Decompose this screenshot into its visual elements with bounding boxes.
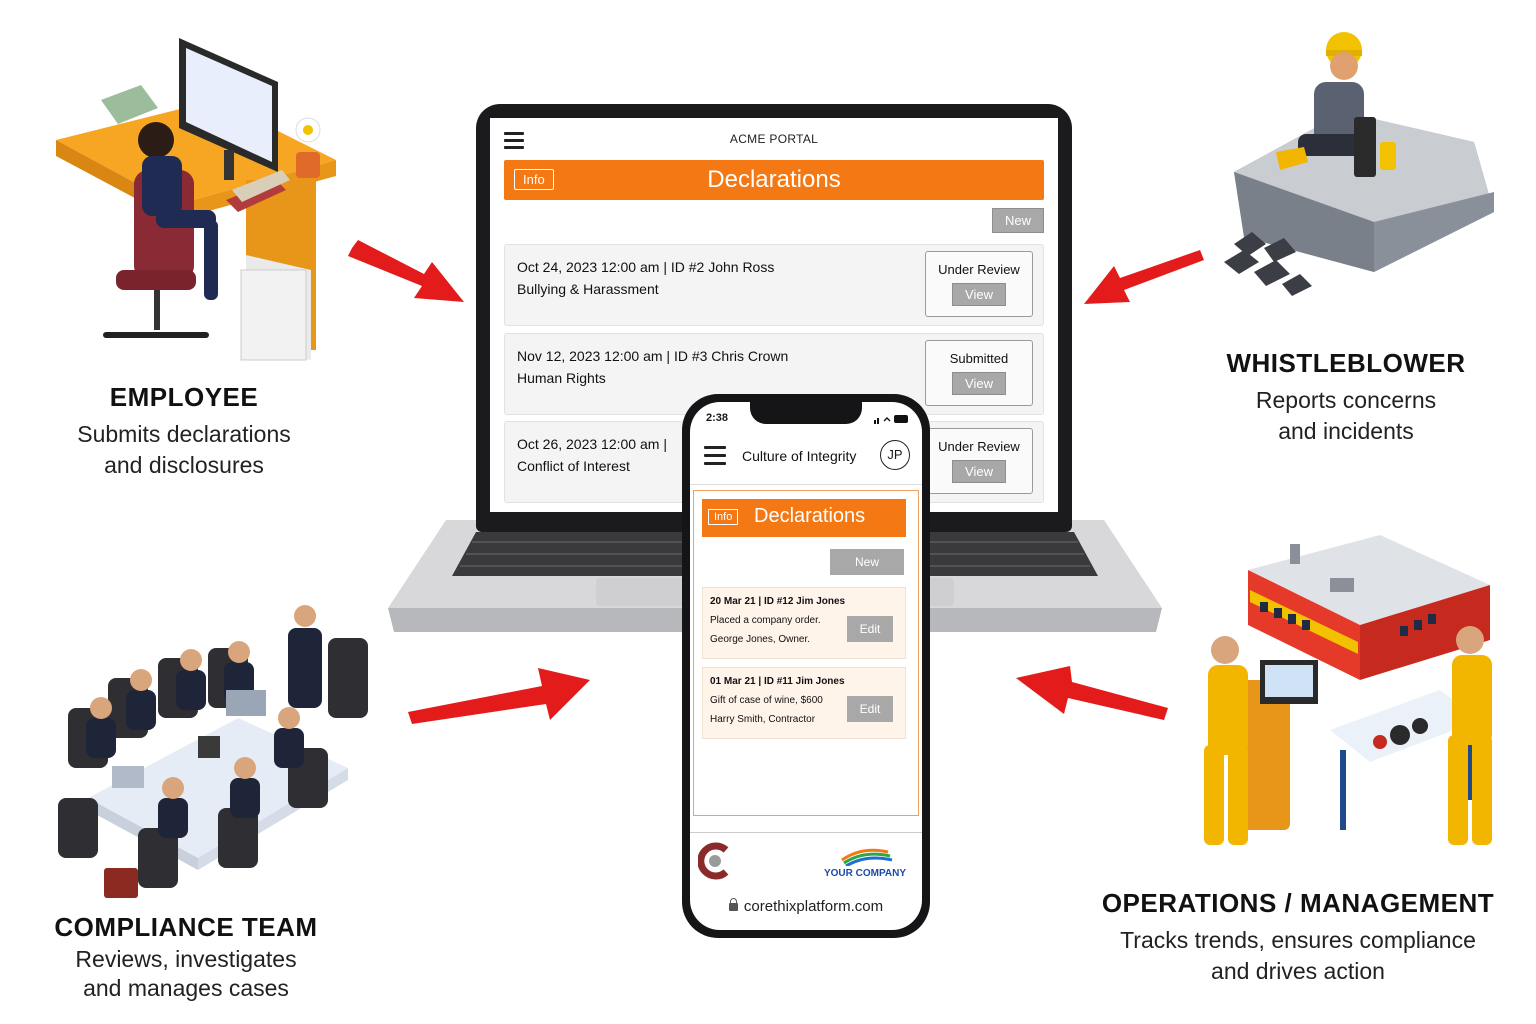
phone-footer-divider — [690, 832, 922, 833]
avatar[interactable]: JP — [880, 440, 910, 470]
status-label: Submitted — [949, 351, 1009, 366]
laptop-banner-title: Declarations — [707, 166, 841, 193]
phone-clock: 2:38 — [706, 412, 729, 424]
status-label: Under Review — [938, 439, 1020, 454]
declaration-party: George Jones, Owner. — [710, 634, 811, 645]
edit-button[interactable]: Edit — [847, 616, 893, 642]
declaration-header: 20 Mar 21 | ID #12 Jim Jones — [710, 596, 846, 607]
compliance-team-illustration — [58, 605, 368, 898]
whistleblower-illustration — [1224, 32, 1494, 296]
phone-declaration-card: 01 Mar 21 | ID #11 Jim Jones Gift of cas… — [702, 667, 906, 739]
your-company-logo: YOUR COMPANY — [822, 842, 908, 882]
phone-screen: 2:38 Culture of Integrity JP Info Declar… — [690, 402, 922, 930]
laptop-screen: ACME PORTAL Declarations Info New Oct 24… — [490, 118, 1058, 512]
company-logo-text: YOUR COMPANY — [823, 868, 907, 879]
laptop-declaration-card: Nov 12, 2023 12:00 am | ID #3 Chris Crow… — [504, 333, 1044, 415]
operations-desc-line1: Tracks trends, ensures compliance — [1120, 927, 1476, 953]
operations-illustration — [1204, 535, 1492, 845]
employee-title: EMPLOYEE — [109, 382, 259, 412]
declaration-category: Human Rights — [517, 370, 606, 386]
declaration-party: Harry Smith, Contractor — [710, 714, 816, 725]
operations-title: OPERATIONS / MANAGEMENT — [1101, 888, 1495, 918]
whistleblower-desc-line1: Reports concerns — [1255, 387, 1437, 413]
declaration-date-id: Oct 26, 2023 12:00 am | — [517, 436, 667, 452]
whistleblower-caption: WHISTLEBLOWER Reports concerns and incid… — [1196, 348, 1496, 447]
phone-info-button[interactable]: Info — [708, 509, 739, 525]
view-button[interactable]: View — [952, 460, 1006, 483]
declaration-category: Conflict of Interest — [517, 458, 630, 474]
declaration-date-id: Nov 12, 2023 12:00 am | ID #3 Chris Crow… — [517, 348, 789, 364]
phone-app-title: Culture of Integrity — [742, 448, 857, 464]
arrow-employee-to-portal — [348, 240, 464, 302]
phone-notch — [750, 402, 862, 424]
laptop-declaration-card: Oct 24, 2023 12:00 am | ID #2 John Ross … — [504, 244, 1044, 326]
phone-status-icons — [874, 415, 908, 424]
operations-caption: OPERATIONS / MANAGEMENT Tracks trends, e… — [1100, 888, 1496, 987]
company-swoosh-icon — [841, 848, 893, 866]
phone-declarations-banner: Info Declarations — [702, 499, 906, 537]
url-bar[interactable]: corethixplatform.com — [690, 898, 922, 915]
phone-new-button[interactable]: New — [830, 549, 904, 575]
employee-desc-line2: and disclosures — [104, 452, 264, 478]
whistleblower-desc-line2: and incidents — [1278, 418, 1414, 444]
compliance-team-caption: COMPLIANCE TEAM Reviews, investigates an… — [40, 912, 332, 1003]
arrow-whistleblower-to-portal — [1084, 250, 1204, 304]
declaration-detail: Gift of case of wine, $600 — [710, 695, 823, 706]
laptop-new-button[interactable]: New — [991, 208, 1044, 233]
whistleblower-title: WHISTLEBLOWER — [1226, 348, 1466, 378]
view-button[interactable]: View — [952, 283, 1006, 306]
status-box: Under Review View — [925, 428, 1033, 494]
lock-icon — [728, 898, 738, 911]
employee-caption: EMPLOYEE Submits declarations and disclo… — [40, 382, 328, 481]
edit-button[interactable]: Edit — [847, 696, 893, 722]
phone-header-divider — [690, 484, 922, 485]
arrow-compliance-to-portal — [408, 668, 590, 724]
compliance-team-desc-line2: and manages cases — [83, 975, 289, 1001]
declaration-detail: Placed a company order. — [710, 615, 821, 626]
url-text: corethixplatform.com — [743, 898, 884, 915]
laptop-declarations-banner: Declarations Info — [504, 160, 1044, 200]
phone-hamburger-menu-icon[interactable] — [704, 446, 726, 470]
arrow-operations-to-portal — [1016, 666, 1168, 720]
phone-banner-title: Declarations — [754, 505, 866, 527]
operations-desc-line2: and drives action — [1211, 958, 1385, 984]
corethix-logo-icon — [698, 842, 729, 880]
phone-declaration-card: 20 Mar 21 | ID #12 Jim Jones Placed a co… — [702, 587, 906, 659]
laptop-hamburger-menu-icon[interactable] — [504, 132, 524, 153]
status-box: Submitted View — [925, 340, 1033, 406]
employee-desc-line1: Submits declarations — [77, 421, 291, 447]
declaration-date-id: Oct 24, 2023 12:00 am | ID #2 John Ross — [517, 259, 775, 275]
declaration-category: Bullying & Harassment — [517, 281, 659, 297]
compliance-team-desc-line1: Reviews, investigates — [75, 946, 297, 972]
employee-illustration — [56, 38, 336, 361]
status-label: Under Review — [938, 262, 1020, 277]
phone-content-frame: Info Declarations New 20 Mar 21 | ID #12… — [693, 490, 919, 816]
compliance-team-title: COMPLIANCE TEAM — [54, 912, 318, 942]
laptop-portal-title: ACME PORTAL — [729, 132, 819, 146]
status-box: Under Review View — [925, 251, 1033, 317]
declaration-header: 01 Mar 21 | ID #11 Jim Jones — [710, 676, 845, 687]
view-button[interactable]: View — [952, 372, 1006, 395]
laptop-info-button[interactable]: Info — [514, 169, 554, 190]
